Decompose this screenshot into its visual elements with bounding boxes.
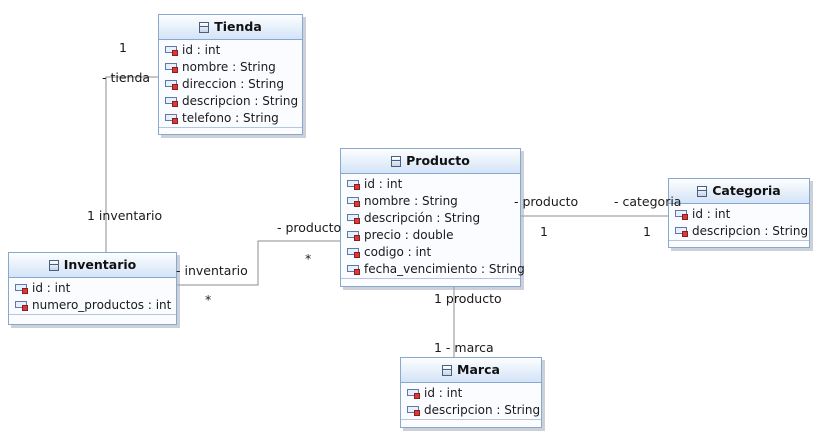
class-icon [697,185,708,197]
private-attribute-icon [347,213,360,224]
class-inventario-name: Inventario [63,257,137,272]
private-attribute-icon [347,264,360,275]
class-producto[interactable]: Producto id : int nombre : String descri… [340,148,525,287]
attribute-row[interactable]: descripcion : String [669,223,809,240]
operations-compartment [159,127,302,136]
attribute-row[interactable]: nombre : String [159,59,302,76]
class-inventario-header: Inventario [9,253,176,278]
private-attribute-icon [347,247,360,258]
class-tienda-header: Tienda [159,15,302,40]
attribute-row[interactable]: direccion : String [159,76,302,93]
private-attribute-icon [165,45,178,56]
attribute-text: numero_productos : int [32,298,172,312]
attribute-text: nombre : String [182,60,276,74]
class-icon [391,155,402,167]
attribute-text: id : int [692,207,731,221]
attribute-row[interactable]: codigo : int [341,244,520,261]
class-tienda[interactable]: Tienda id : int nombre : String direccio… [158,14,303,135]
attribute-text: id : int [182,43,221,57]
class-producto-name: Producto [406,153,470,168]
private-attribute-icon [407,405,420,416]
class-marca-header: Marca [401,358,541,383]
class-inventario[interactable]: Inventario id : int numero_productos : i… [8,252,177,325]
private-attribute-icon [347,196,360,207]
private-attribute-icon [675,226,688,237]
attribute-text: id : int [364,177,403,191]
class-tienda-name: Tienda [214,19,262,34]
attribute-text: id : int [424,386,463,400]
private-attribute-icon [675,209,688,220]
private-attribute-icon [165,79,178,90]
class-categoria[interactable]: Categoria id : int descripcion : String [668,178,810,248]
inventario-producto-line [177,240,340,286]
attribute-row[interactable]: numero_productos : int [9,297,176,314]
operations-compartment [669,240,809,249]
class-icon [442,364,453,376]
attribute-text: descripcion : String [424,403,541,417]
attribute-text: descripción : String [364,211,481,225]
attribute-row[interactable]: descripción : String [341,210,520,227]
attribute-text: fecha_vencimiento : String [364,262,525,276]
attribute-row[interactable]: id : int [669,206,809,223]
class-categoria-name: Categoria [712,183,781,198]
private-attribute-icon [15,283,28,294]
attribute-row[interactable]: telefono : String [159,110,302,127]
private-attribute-icon [347,179,360,190]
attribute-text: descripcion : String [182,94,299,108]
inventario-multiplicity: * [205,292,212,307]
tienda-multiplicity: 1 [119,40,127,55]
attribute-text: codigo : int [364,245,432,259]
categoria-multiplicity: 1 [643,224,651,239]
attribute-row[interactable]: id : int [159,42,302,59]
attribute-text: nombre : String [364,194,458,208]
attribute-row[interactable]: nombre : String [341,193,520,210]
marca-end-label: 1 - marca [434,340,494,355]
operations-compartment [401,419,541,428]
categoria-role-label: - categoria [614,194,682,209]
attribute-row[interactable]: id : int [401,385,541,402]
producto-role-label-inventario: - producto [277,220,342,235]
class-marca-name: Marca [457,362,500,377]
attribute-row[interactable]: precio : double [341,227,520,244]
producto-multiplicity-inventario: * [305,251,312,266]
private-attribute-icon [165,113,178,124]
attribute-row[interactable]: descripcion : String [401,402,541,419]
operations-compartment [9,314,176,323]
inventario-role-label: - inventario [176,263,248,278]
private-attribute-icon [15,300,28,311]
attribute-row[interactable]: id : int [9,280,176,297]
class-producto-header: Producto [341,149,520,174]
producto-role-label-categoria: - producto [514,194,579,209]
attribute-row[interactable]: id : int [341,176,520,193]
class-categoria-header: Categoria [669,179,809,204]
tienda-inventario-line [105,76,158,252]
producto-end-label-marca: 1 producto [434,291,502,306]
tienda-role-label: - tienda [102,70,151,85]
attribute-text: id : int [32,281,71,295]
producto-multiplicity-categoria: 1 [540,224,548,239]
attribute-text: descripcion : String [692,224,809,238]
private-attribute-icon [165,62,178,73]
attribute-text: direccion : String [182,77,284,91]
private-attribute-icon [407,388,420,399]
attribute-row[interactable]: descripcion : String [159,93,302,110]
attribute-text: telefono : String [182,111,279,125]
class-icon [199,21,210,33]
operations-compartment [341,278,520,287]
class-icon [48,259,59,271]
attribute-text: precio : double [364,228,454,242]
private-attribute-icon [347,230,360,241]
attribute-row[interactable]: fecha_vencimiento : String [341,261,525,278]
class-marca[interactable]: Marca id : int descripcion : String [400,357,542,428]
private-attribute-icon [165,96,178,107]
inventario-end-label: 1 inventario [87,208,163,223]
